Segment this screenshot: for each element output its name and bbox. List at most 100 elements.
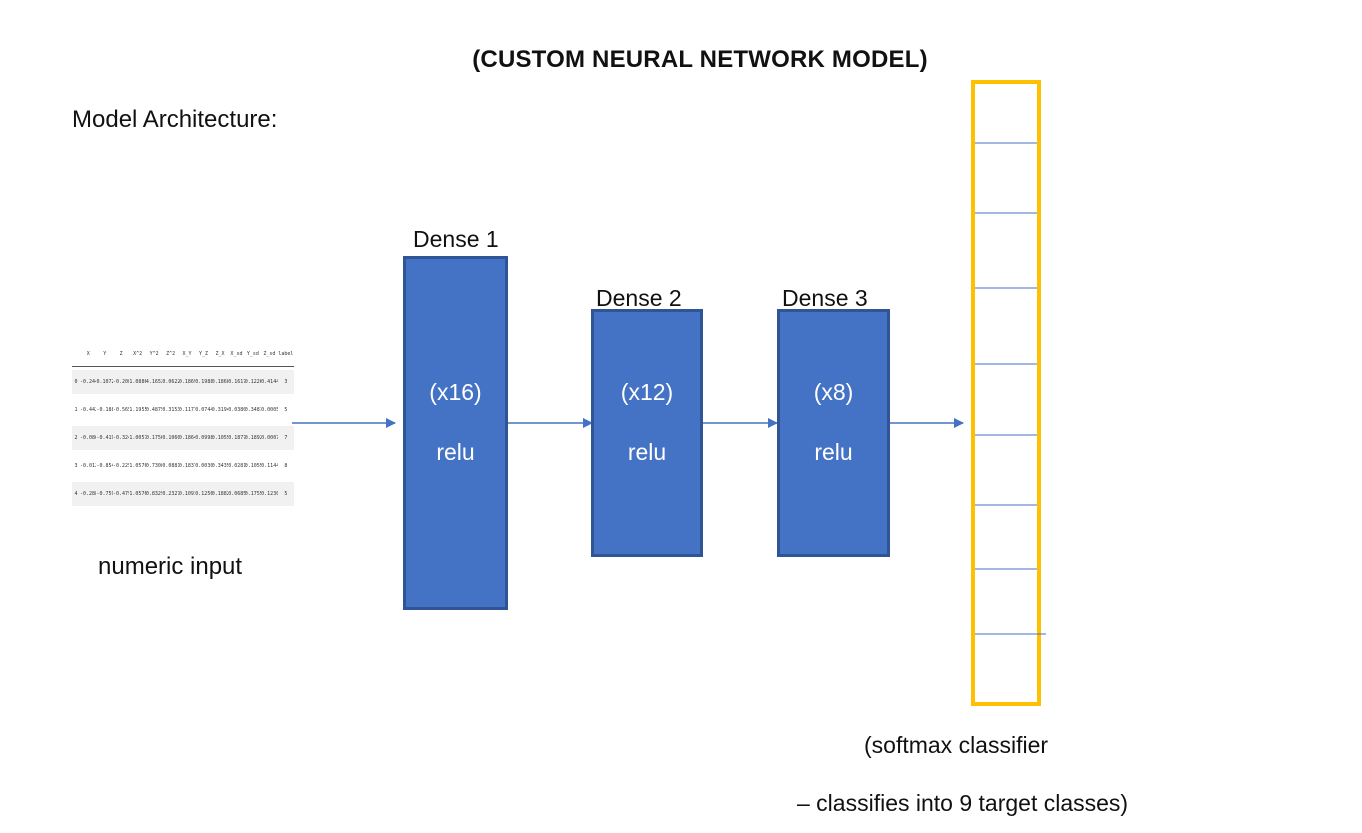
table-header-cell: label	[278, 351, 294, 357]
table-cell: 5	[284, 407, 288, 413]
table-cell: 1.088659	[129, 379, 145, 385]
table-cell: 0.186823	[211, 379, 228, 385]
table-cell: 1.005798	[129, 435, 145, 441]
table-cell: 0.175676	[145, 435, 162, 441]
table-cell: 0.028161	[228, 463, 244, 469]
table-header-cell: Y_Z	[199, 351, 209, 357]
table-cell: 0.000574	[261, 407, 277, 413]
table-cell: -0.419495	[96, 435, 112, 441]
table-cell: 0.188210	[211, 491, 228, 497]
table-cell: 0.315397	[162, 407, 178, 413]
table-cell: 0.109135	[178, 491, 195, 497]
table-cell: 0	[74, 379, 78, 385]
dense-2-label: Dense 2	[596, 285, 682, 311]
table-header-cell: Z_X	[215, 351, 225, 357]
table-cell: 0.232752	[162, 491, 178, 497]
table-cell: 0.003067	[195, 463, 211, 469]
table-cell: 0.074485	[195, 407, 211, 413]
table-cell: -0.012555	[80, 463, 96, 469]
table-header-cell: X_sd	[230, 351, 243, 357]
table-cell: 0.183786	[178, 463, 195, 469]
table-cell: 4	[74, 491, 78, 497]
table-cell: 0.068510	[228, 491, 244, 497]
table-cell: 0.198847	[195, 379, 211, 385]
table-cell: 0.186452	[178, 435, 195, 441]
table-cell: 0.125697	[195, 491, 211, 497]
table-cell: 0.348146	[244, 407, 261, 413]
input-caption: numeric input	[98, 553, 243, 580]
table-cell: 0.122681	[244, 379, 261, 385]
dense-3-label: Dense 3	[782, 285, 868, 311]
table-cell: -0.288553	[80, 491, 96, 497]
table-cell: 0.175584	[244, 491, 261, 497]
diagram-title: (CUSTOM NEURAL NETWORK MODEL)	[472, 46, 928, 73]
table-cell: -0.854815	[96, 463, 112, 469]
table-header-cell: X_Y	[182, 351, 192, 357]
dense-2-activation: relu	[627, 439, 667, 465]
dense-1-units: (x16)	[429, 379, 482, 405]
table-cell: 1.057659	[129, 463, 145, 469]
table-cell: 2	[74, 435, 78, 441]
table-cell: 0.343532	[211, 463, 228, 469]
dense-1-label: Dense 1	[413, 226, 499, 252]
table-header-cell: Z	[119, 351, 123, 357]
table-cell: -0.565369	[112, 407, 129, 413]
dense-1-layer: (x16) relu	[403, 256, 508, 610]
table-row: 0 -0.24484 0.107215 -0.208844 1.088659 4…	[72, 370, 294, 394]
table-cell: 0.186986	[178, 379, 195, 385]
table-cell: 0.189295	[244, 435, 261, 441]
softmax-classifier	[971, 80, 1041, 706]
table-cell: 0.105568	[211, 435, 228, 441]
table-header-cell: X^2	[133, 351, 143, 357]
table-cell: 0.088188	[162, 463, 178, 469]
table-cell: 0.000733	[261, 435, 277, 441]
table-header-row: X Y Z X^2 Y^2 Z^2 X_Y Y_Z Z_X X_sd Y_sd …	[72, 342, 294, 367]
table-cell: 1.195579	[129, 407, 145, 413]
table-cell: -0.086898	[80, 435, 96, 441]
table-cell: 0.187768	[228, 435, 244, 441]
table-cell: 1.057691	[129, 491, 145, 497]
dense-2-layer: (x12) relu	[591, 309, 703, 557]
table-cell: 0.062204	[162, 379, 178, 385]
table-cell: 7	[284, 435, 288, 441]
table-header-cell: Y^2	[149, 351, 159, 357]
table-row: 4 -0.288553 -0.759085 -0.479115 1.057691…	[72, 482, 294, 506]
table-header-cell: Y	[103, 351, 107, 357]
table-cell: 0.107215	[96, 379, 112, 385]
table-cell: 0.038089	[228, 407, 244, 413]
table-cell: -0.324591	[112, 435, 129, 441]
table-cell: -0.44216	[80, 407, 96, 413]
table-cell: 0.487514	[145, 407, 162, 413]
table-cell: 1	[74, 407, 78, 413]
table-cell: 0.105545	[244, 463, 261, 469]
table-cell: 0.319463	[211, 407, 228, 413]
model-architecture-heading: Model Architecture:	[72, 106, 278, 133]
table-cell: 0.099806	[195, 435, 211, 441]
table-row: 2 -0.086898 -0.419495 -0.324591 1.005798…	[72, 426, 294, 450]
table-cell: -0.225929	[112, 463, 129, 469]
table-cell: -0.759085	[96, 491, 112, 497]
classifier-caption-line2: – classifies into 9 target classes)	[797, 790, 1129, 816]
table-cell: 3	[74, 463, 78, 469]
dense-1-activation: relu	[436, 439, 475, 465]
table-cell: 0.114489	[261, 463, 277, 469]
table-header-cell: Z^2	[166, 351, 176, 357]
table-cell: -0.188369	[96, 407, 112, 413]
table-cell: -0.479115	[112, 491, 129, 497]
table-cell: -0.208844	[112, 379, 129, 385]
dense-3-activation: relu	[814, 439, 853, 465]
input-table-thumbnail: X Y Z X^2 Y^2 Z^2 X_Y Y_Z Z_X X_sd Y_sd …	[72, 342, 294, 514]
table-cell: 0.414472	[261, 379, 277, 385]
table-cell: 0.106085	[162, 435, 178, 441]
dense-3-layer: (x8) relu	[777, 309, 890, 557]
dense-2-units: (x12)	[620, 379, 674, 405]
table-cell: 4.165221	[145, 379, 162, 385]
dense-3-units: (x8)	[813, 379, 854, 405]
table-header-cell: Y_sd	[246, 351, 259, 357]
table-header-cell: X	[86, 351, 90, 357]
table-cell: -0.24484	[80, 379, 96, 385]
table-cell: 0.117759	[178, 407, 195, 413]
table-cell: 5	[284, 491, 288, 497]
table-cell: 8	[284, 463, 288, 469]
table-cell: 3	[284, 379, 288, 385]
